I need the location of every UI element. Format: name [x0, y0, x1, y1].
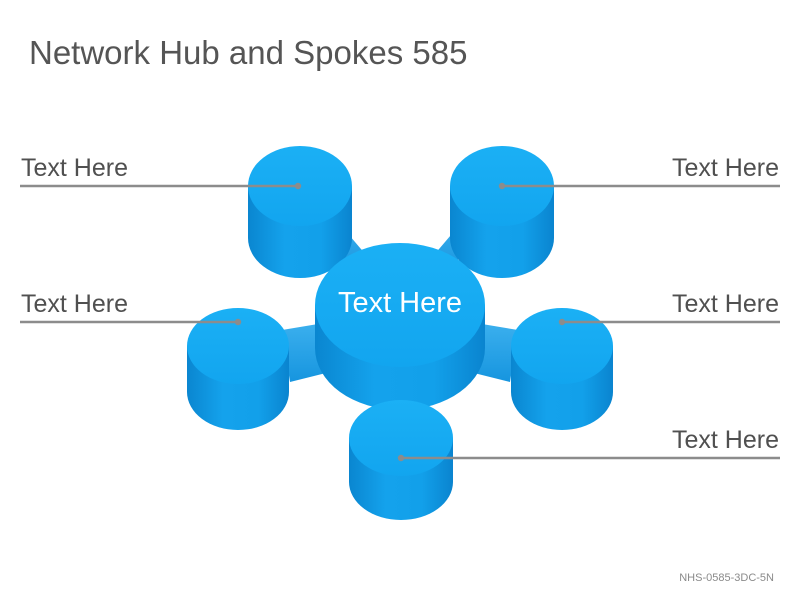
- page-title: Network Hub and Spokes 585: [29, 34, 468, 71]
- spoke-label-top-right: Text Here: [672, 154, 779, 182]
- spoke-label-top-left: Text Here: [21, 154, 128, 182]
- spoke-node-top-left: [248, 146, 352, 278]
- leader-dot-5: [397, 454, 405, 462]
- diagram-code: NHS-0585-3DC-5N: [679, 572, 774, 584]
- leader-dot-3: [234, 318, 242, 326]
- spoke-label-mid-right: Text Here: [672, 290, 779, 318]
- spoke-label-bottom: Text Here: [672, 426, 779, 454]
- spoke-node-top-right: [450, 146, 554, 278]
- hub-label: Text Here: [337, 287, 463, 319]
- leader-dot-2: [498, 182, 506, 190]
- leader-dot-4: [558, 318, 566, 326]
- hub-node: [315, 243, 485, 410]
- spoke-node-mid-left: [187, 308, 289, 430]
- spoke-label-mid-left: Text Here: [21, 290, 128, 318]
- spoke-node-mid-right: [511, 308, 613, 430]
- leader-lines: [20, 182, 780, 462]
- leader-dot-1: [294, 182, 302, 190]
